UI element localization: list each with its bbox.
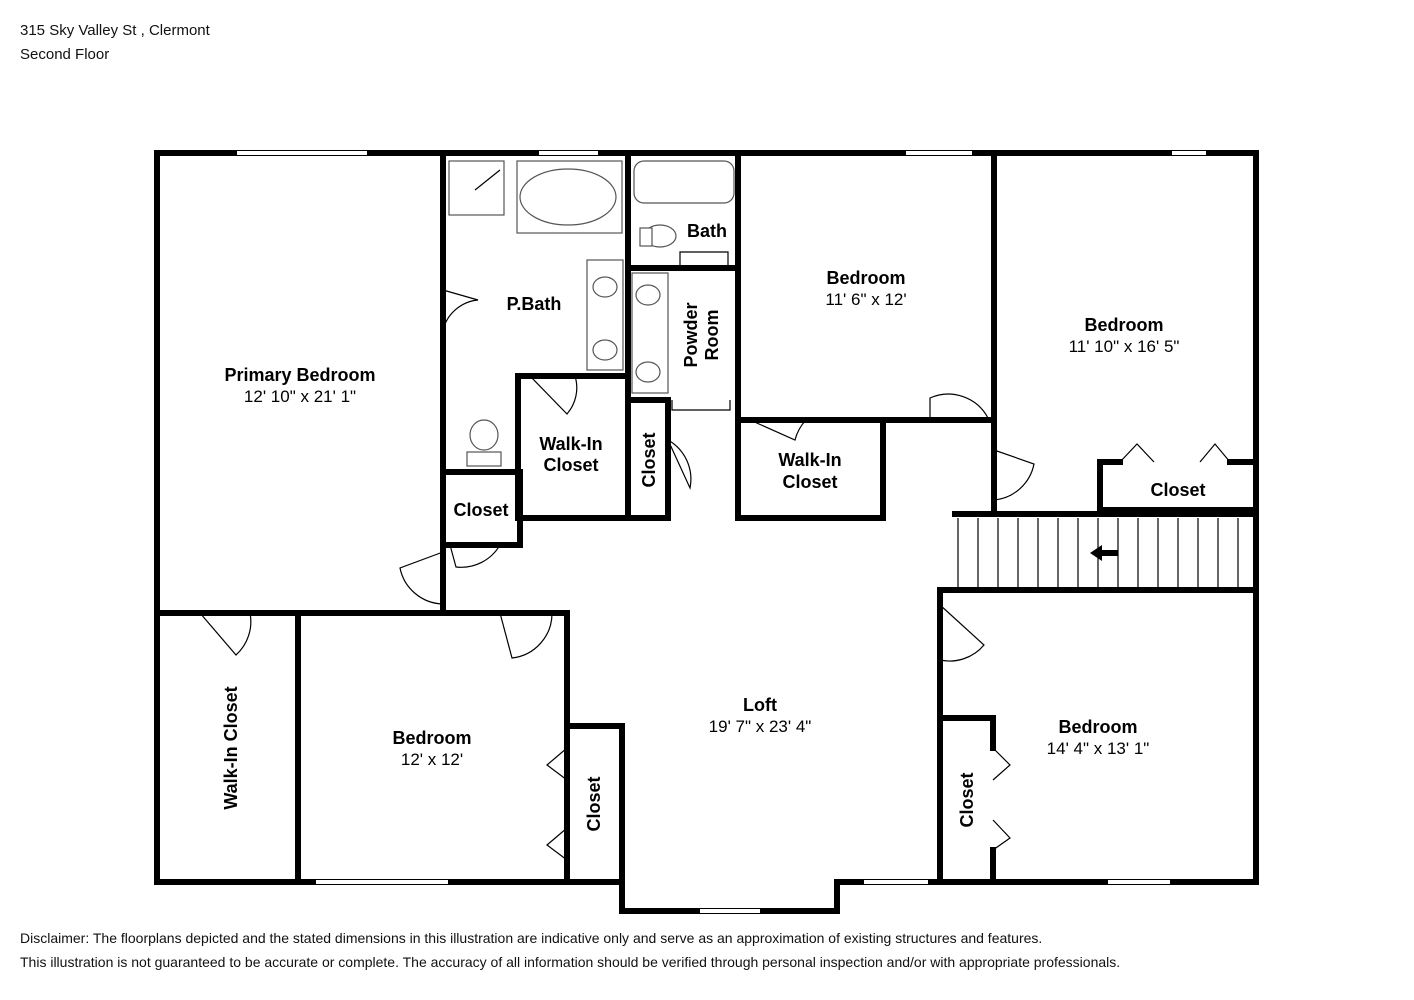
powder-line2: Room [702,310,722,361]
primary-bedroom-name: Primary Bedroom [224,365,375,385]
closet-right: Closet [1150,480,1205,500]
disclaimer-line-1: Disclaimer: The floorplans depicted and … [20,930,1043,946]
loft-dims: 19' 7" x 23' 4" [709,717,812,736]
closet-br: Closet [957,772,977,827]
bedroom-right-name: Bedroom [1084,315,1163,335]
walkin-left: Walk-In Closet [221,686,241,809]
address-label: 315 Sky Valley St , Clermont [20,22,210,39]
walkin-top-line2: Closet [782,472,837,492]
closet-left: Closet [453,500,508,520]
loft-name: Loft [743,695,777,715]
walls [154,150,1259,914]
walkin-center-line1: Walk-In [539,434,602,454]
doors [199,251,1231,861]
bedroom-top-name: Bedroom [826,268,905,288]
bedroom-top-dims: 11' 6" x 12' [825,290,906,309]
closet-small-vertical: Closet [639,432,659,487]
disclaimer-line-2: This illustration is not guaranteed to b… [20,954,1121,970]
closet-loft: Closet [584,776,604,831]
bedroom-br-dims: 14' 4" x 13' 1" [1047,739,1150,758]
floor-label: Second Floor [20,46,110,63]
stairs-arrow-icon [1090,545,1118,561]
bedroom-br-name: Bedroom [1058,717,1137,737]
bedroom-bl-name: Bedroom [392,728,471,748]
pbath-name: P.Bath [507,294,562,314]
primary-bedroom-dims: 12' 10" x 21' 1" [244,387,356,406]
walkin-center-line2: Closet [543,455,598,475]
bath-name: Bath [687,221,727,241]
windows [237,151,1206,913]
bedroom-right-dims: 11' 10" x 16' 5" [1069,337,1180,356]
shower-icon [448,160,505,216]
bathtub-small-icon [633,160,735,204]
fixtures [448,160,735,467]
bedroom-bl-dims: 12' x 12' [401,750,463,769]
labels: Primary Bedroom 12' 10" x 21' 1" P.Bath … [221,221,1206,832]
toilet-primary-icon [469,419,499,451]
powder-line1: Powder [681,302,701,367]
stairs [957,518,1239,588]
walkin-top-line1: Walk-In [778,450,841,470]
